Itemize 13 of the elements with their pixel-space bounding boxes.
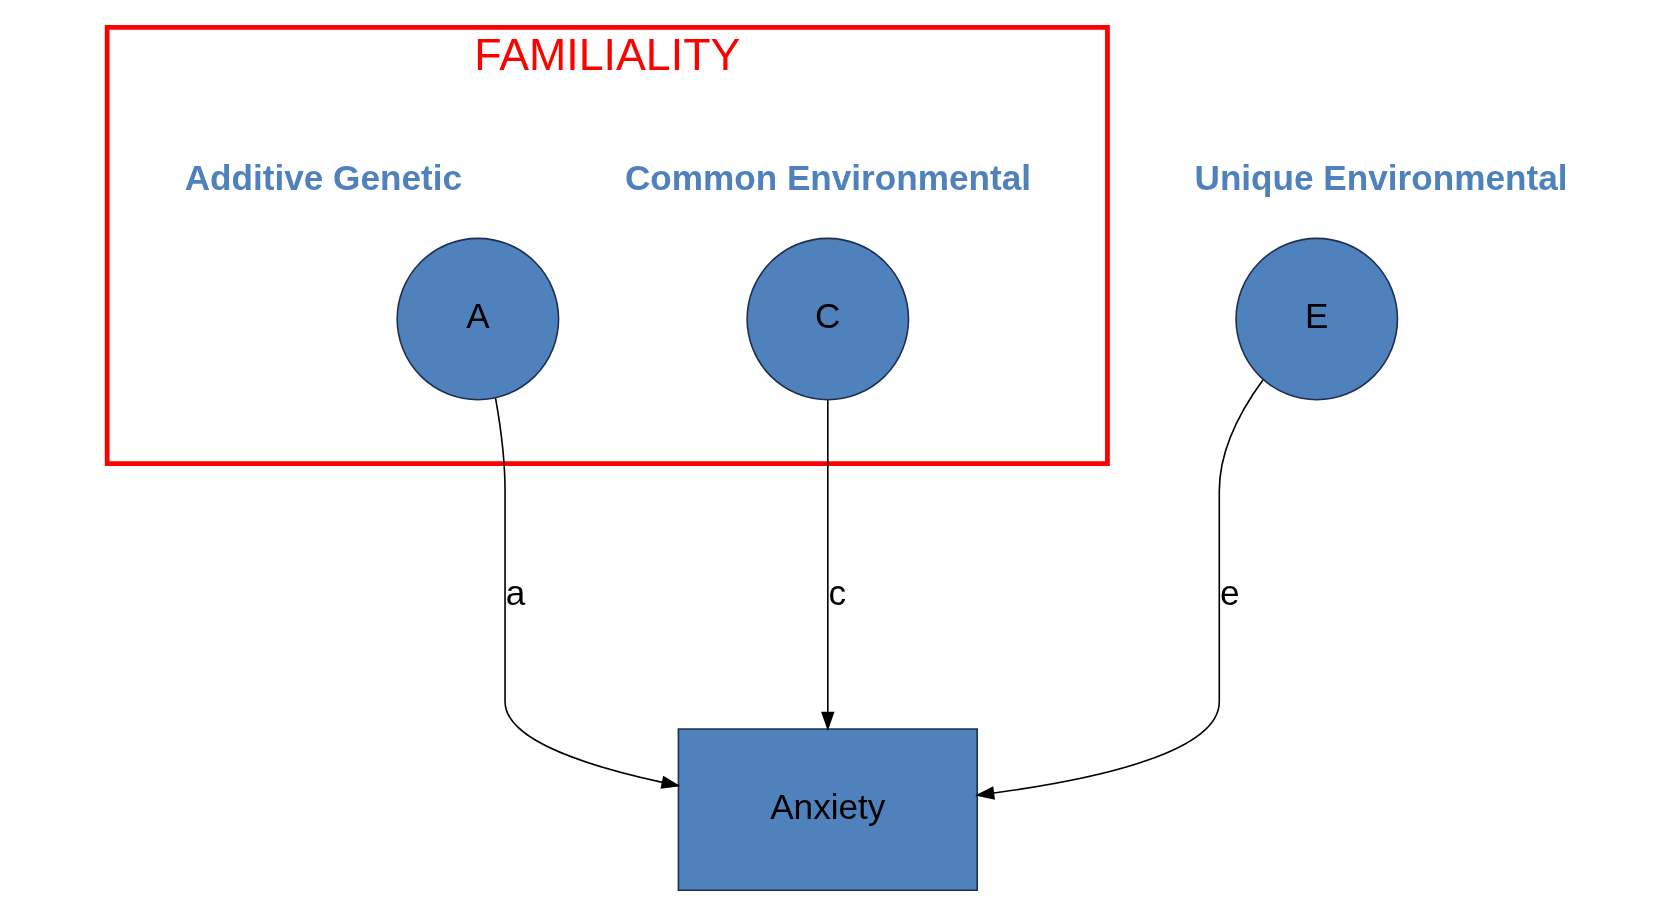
node-circle: A <box>395 237 559 401</box>
arrow <box>820 399 835 731</box>
node-label: Common Environmental <box>624 157 1031 197</box>
node-label: Unique Environmental <box>1194 157 1567 197</box>
node-label: Additive Genetic <box>184 157 462 197</box>
edge-label: c <box>828 573 846 613</box>
arrow <box>494 397 681 789</box>
arrow <box>974 379 1264 800</box>
node-box: Anxiety <box>677 728 978 892</box>
node-circle: C <box>745 237 909 401</box>
edge-label: e <box>1219 573 1239 613</box>
node-circle: E <box>1234 237 1398 401</box>
edge-label: a <box>505 573 525 613</box>
